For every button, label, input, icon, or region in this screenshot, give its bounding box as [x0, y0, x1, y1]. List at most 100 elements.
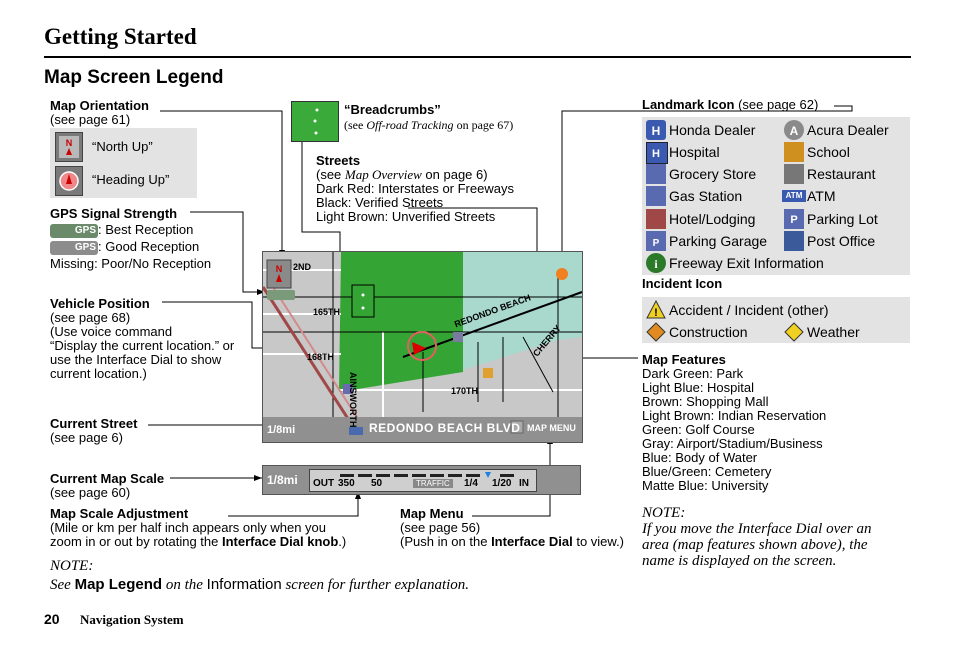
vehicle-line1: (see page 68): [50, 310, 131, 325]
hotel-label: Hotel/Lodging: [669, 211, 756, 227]
current-street-page: (see page 6): [50, 430, 123, 445]
map-features-block: Map Features Dark Green: Park Light Blue…: [642, 353, 826, 493]
map-menu-push: (Push in on the: [400, 534, 492, 549]
svg-text:H: H: [652, 148, 660, 160]
scale-1-20: 1/20: [492, 478, 512, 489]
feature-reservation: Light Brown: Indian Reservation: [642, 408, 827, 423]
freeway-exit-label: Freeway Exit Information: [669, 255, 824, 271]
construction-label: Construction: [669, 324, 748, 340]
scale-traffic: TRAFFIC: [413, 479, 453, 488]
parking-lot-label: Parking Lot: [807, 211, 878, 227]
heading-up-label: “Heading Up”: [92, 172, 170, 187]
accident-icon: !: [646, 300, 666, 319]
streets-line3: Light Brown: Unverified Streets: [316, 209, 496, 224]
streets-title: Streets: [316, 153, 361, 168]
note-left-see: See: [50, 577, 75, 593]
footer-title: Navigation System: [80, 612, 184, 627]
scale-50: 50: [371, 478, 383, 489]
map-label-2nd: 2ND: [293, 262, 312, 272]
vehicle-title: Vehicle Position: [50, 296, 150, 311]
scale-adjust-block: Map Scale Adjustment (Mile or km per hal…: [50, 507, 346, 549]
streets-see: (see: [316, 167, 345, 182]
post-office-icon: [784, 231, 804, 251]
map-label-168th: 168TH: [307, 352, 335, 362]
map-menu-button[interactable]: MAP MENU: [527, 423, 576, 433]
feature-cemetery: Blue/Green: Cemetery: [642, 464, 772, 479]
current-street-title: Current Street: [50, 416, 138, 431]
grocery-store-label: Grocery Store: [669, 166, 757, 182]
svg-text:i: i: [654, 257, 658, 271]
streets-ref-page: on page 6): [421, 167, 488, 182]
map-menu-title: Map Menu: [400, 506, 464, 521]
map-menu-block: Map Menu (see page 56) (Push in on the I…: [400, 507, 624, 549]
map-graphics: N: [263, 252, 582, 442]
parking-lot-icon: P: [784, 209, 804, 229]
breadcrumbs-see: (see: [344, 118, 367, 132]
scale-ticks: [340, 472, 514, 478]
scale-adjust-title: Map Scale Adjustment: [50, 506, 189, 521]
feature-golf: Green: Golf Course: [642, 422, 755, 437]
freeway-exit-icon: i: [646, 253, 666, 273]
scale-adjust-end: .): [338, 534, 347, 549]
scale-adjust-line2: zoom in or out by rotating the: [50, 534, 222, 549]
note-right-line1: If you move the Interface Dial over an: [642, 521, 872, 537]
svg-text:N: N: [66, 138, 73, 148]
heading-up-icon: [55, 166, 83, 196]
page-number: 20: [44, 611, 60, 627]
svg-text:P: P: [790, 214, 797, 226]
map-current-street: REDONDO BEACH BLVD: [369, 421, 521, 435]
map-orientation-block: Map Orientation (see page 61): [50, 99, 149, 127]
gps-good-icon: GPS: [50, 240, 98, 255]
current-scale-title: Current Map Scale: [50, 471, 165, 486]
map-orientation-title: Map Orientation: [50, 98, 149, 113]
vehicle-block: Vehicle Position (see page 68) (Use voic…: [50, 297, 234, 381]
streets-line1: Dark Red: Interstates or Freeways: [316, 181, 514, 196]
post-office-label: Post Office: [807, 233, 876, 249]
gas-station-label: Gas Station: [669, 188, 743, 204]
note-left-tail: screen for further explanation.: [281, 577, 470, 593]
feature-park: Dark Green: Park: [642, 366, 744, 381]
gps-missing-label: Missing: Poor/No Reception: [50, 256, 212, 271]
gps-best-label: : Best Reception: [98, 222, 194, 237]
map-menu-dial: Interface Dial: [491, 534, 573, 549]
streets-block: Streets (see Map Overview on page 6) Dar…: [316, 154, 514, 224]
note-right-line3: name is displayed on the screen.: [642, 553, 837, 569]
current-street-block: Current Street (see page 6): [50, 417, 137, 445]
map-label-170th: 170TH: [451, 386, 479, 396]
scale-350: 350: [338, 478, 355, 489]
north-up-label: “North Up”: [92, 139, 153, 154]
feature-airport: Gray: Airport/Stadium/Business: [642, 436, 823, 451]
svg-text:N: N: [276, 264, 283, 274]
school-label: School: [807, 144, 850, 160]
north-up-icon: N: [55, 132, 83, 162]
school-icon: [784, 142, 804, 162]
note-left-info: Information: [206, 576, 282, 593]
note-right-line2: area (map features shown above), the: [642, 537, 868, 553]
feature-mall: Brown: Shopping Mall: [642, 394, 769, 409]
grocery-store-icon: [646, 164, 666, 184]
acura-dealer-icon: A: [784, 120, 804, 140]
feature-university: Matte Blue: University: [642, 478, 769, 493]
scale-adjust-knob: Interface Dial knob: [221, 534, 339, 549]
svg-text:!: !: [654, 307, 658, 319]
section-title: Map Screen Legend: [44, 67, 224, 88]
vehicle-line2: (Use voice command: [50, 324, 173, 339]
note-left-body: See Map Legend on the Information screen…: [50, 576, 469, 594]
landmark-page: (see page 62): [734, 97, 819, 112]
map-menu-end: to view.): [572, 534, 625, 549]
streets-ref-title: Map Overview: [344, 167, 422, 182]
svg-text:P: P: [653, 238, 660, 249]
current-scale-block: Current Map Scale (see page 60): [50, 472, 164, 500]
atm-icon: ATM: [782, 190, 806, 202]
honda-dealer-icon: H: [646, 120, 666, 140]
hospital-icon: H: [646, 142, 668, 164]
scale-out: OUT: [313, 478, 335, 489]
map-menu-page: (see page 56): [400, 520, 481, 535]
scale-1-4: 1/4: [464, 478, 478, 489]
gps-block: GPS Signal Strength GPS: Best Reception …: [50, 207, 211, 271]
acura-dealer-label: Acura Dealer: [807, 122, 889, 138]
breadcrumbs-sample: [291, 101, 339, 142]
weather-label: Weather: [807, 324, 860, 340]
scale-adjust-line1: (Mile or km per half inch appears only w…: [50, 520, 327, 535]
atm-label: ATM: [807, 188, 836, 204]
